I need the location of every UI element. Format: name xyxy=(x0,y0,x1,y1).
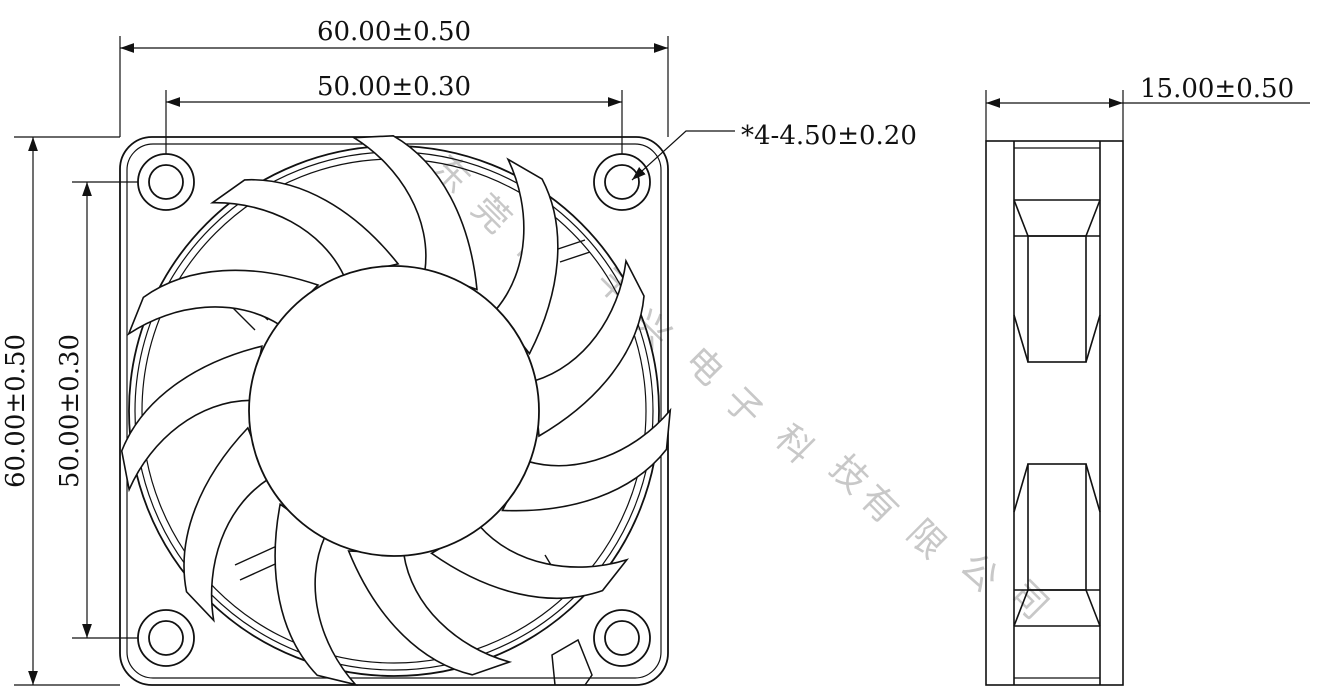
watermark-char: 电 xyxy=(677,339,731,393)
fan-blade xyxy=(120,345,263,493)
mounting-hole-br xyxy=(593,609,651,667)
fan-blade xyxy=(274,502,358,686)
wire-notch xyxy=(551,638,593,686)
side-view xyxy=(985,140,1124,686)
watermark-char: 公 xyxy=(952,545,1006,599)
dim-hole-width-label: 50.00±0.30 xyxy=(317,72,471,102)
fan-blade xyxy=(127,269,320,336)
watermark-char: 莞 xyxy=(464,187,518,241)
watermark-char: 科 xyxy=(767,417,821,471)
watermark-char: 子 xyxy=(716,379,770,433)
fan-blade xyxy=(351,135,478,291)
fan-blade xyxy=(347,550,513,676)
front-view xyxy=(119,135,672,686)
side-outline xyxy=(985,140,1124,686)
fan-hub xyxy=(248,265,540,557)
side-profile-lower xyxy=(1013,463,1101,627)
watermark-char: 限 xyxy=(899,512,953,566)
dim-overall-width-label: 60.00±0.50 xyxy=(317,17,471,47)
dim-hole-height-label: 50.00±0.30 xyxy=(55,334,85,488)
fan-blade xyxy=(209,179,400,278)
dim-thickness-label: 15.00±0.50 xyxy=(1140,74,1294,104)
hole-leader xyxy=(631,130,735,181)
fan-blade xyxy=(183,426,270,623)
fan-blades xyxy=(120,135,672,686)
watermark-char: 司 xyxy=(1002,573,1056,627)
front-dimensions xyxy=(14,36,735,686)
fan-blade xyxy=(494,157,559,356)
dim-overall-height-label: 60.00±0.50 xyxy=(1,334,31,488)
fan-blade xyxy=(430,524,630,600)
dim-hole-diameter-label: *4-4.50±0.20 xyxy=(741,121,917,151)
fan-blade xyxy=(501,407,672,512)
side-dimensions xyxy=(985,90,1310,141)
side-profile-upper xyxy=(1013,199,1101,363)
front-dimension-labels: 60.00±0.50 50.00±0.30 *4-4.50±0.20 60.00… xyxy=(1,17,917,488)
mounting-hole-tl xyxy=(137,153,195,211)
fan-blade xyxy=(533,258,645,438)
mounting-hole-bl xyxy=(137,609,195,667)
mounting-hole-tr xyxy=(593,153,651,211)
